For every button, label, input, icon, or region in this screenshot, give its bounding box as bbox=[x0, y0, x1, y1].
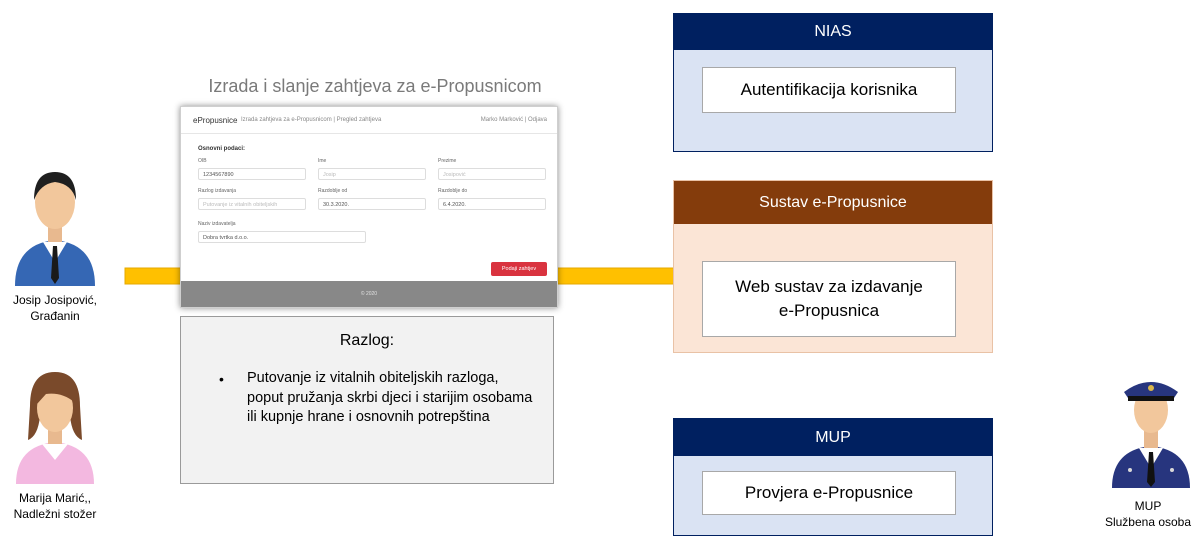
prezime-field: Josipović bbox=[438, 168, 546, 180]
web-system-box: Web sustav za izdavanje e-Propusnica bbox=[702, 261, 956, 337]
mup-check-label: Provjera e-Propusnice bbox=[744, 483, 914, 502]
oib-label: OIB bbox=[198, 158, 207, 164]
official-avatar-icon bbox=[16, 372, 94, 484]
ime-value: Josip bbox=[323, 172, 336, 178]
mup-header: MUP bbox=[674, 419, 992, 456]
mockup-brand: ePropusnice bbox=[193, 116, 238, 125]
nias-auth-label: Autentifikacija korisnika bbox=[740, 80, 918, 99]
web-system-label-2: e-Propusnica bbox=[778, 301, 880, 320]
mup-check-box: Provjera e-Propusnice bbox=[702, 471, 956, 515]
actor-name: Marija Marić,, bbox=[18, 491, 91, 505]
reason-title: Razlog: bbox=[339, 332, 395, 349]
actor-label-police: MUP Službena osoba bbox=[1092, 498, 1202, 530]
actor-label-citizen: Josip Josipović, Građanin bbox=[0, 292, 110, 324]
web-app-mockup: ePropusnice Izrada zahtjeva za e-Propusn… bbox=[180, 106, 558, 308]
naziv-value: Dobra tvrtka d.o.o. bbox=[203, 235, 249, 241]
bullet-icon: • bbox=[219, 371, 224, 387]
web-system-label-1: Web sustav za izdavanje bbox=[735, 277, 923, 296]
citizen-avatar-icon bbox=[15, 172, 95, 286]
do-field: 6.4.2020. bbox=[438, 198, 546, 210]
actor-label-staff: Marija Marić,, Nadležni stožer bbox=[0, 490, 110, 522]
actor-role: Građanin bbox=[30, 309, 80, 323]
razlog-field: Putovanje iz vitalnih obiteljskih bbox=[198, 198, 306, 210]
reason-box: Razlog: • Putovanje iz vitalnih obiteljs… bbox=[180, 316, 554, 484]
ime-field: Josip bbox=[318, 168, 426, 180]
prezime-label: Prezime bbox=[438, 158, 457, 164]
reason-text: Putovanje iz vitalnih obiteljskih razlog… bbox=[247, 370, 533, 425]
nias-header: NIAS bbox=[674, 14, 992, 50]
mockup-footer: © 2020 bbox=[181, 281, 557, 307]
do-value: 6.4.2020. bbox=[443, 202, 466, 208]
od-label: Razdoblje od bbox=[318, 188, 348, 194]
nias-auth-box: Autentifikacija korisnika bbox=[702, 67, 956, 113]
mockup-user-menu: Marko Marković | Odjava bbox=[480, 117, 547, 123]
prezime-value: Josipović bbox=[443, 172, 466, 178]
mockup-nav-links: Izrada zahtjeva za e-Propusnicom | Pregl… bbox=[241, 117, 382, 123]
mockup-navbar: ePropusnice Izrada zahtjeva za e-Propusn… bbox=[181, 107, 557, 134]
mockup-title: Izrada i slanje zahtjeva za e-Propusnico… bbox=[208, 76, 542, 96]
naziv-field: Dobra tvrtka d.o.o. bbox=[198, 231, 366, 243]
od-value: 30.3.2020. bbox=[323, 202, 349, 208]
mockup-section-title: Osnovni podaci: bbox=[198, 146, 246, 152]
do-label: Razdoblje do bbox=[438, 188, 468, 194]
od-field: 30.3.2020. bbox=[318, 198, 426, 210]
oib-field: 1234567890 bbox=[198, 168, 306, 180]
razlog-label: Razlog izdavanja bbox=[198, 188, 237, 194]
oib-value: 1234567890 bbox=[203, 172, 234, 178]
sustav-header: Sustav e-Propusnice bbox=[674, 181, 992, 224]
actor-role: Službena osoba bbox=[1104, 515, 1192, 529]
sustav-panel: Sustav e-Propusnice Web sustav za izdava… bbox=[673, 180, 993, 353]
actor-role: Nadležni stožer bbox=[13, 507, 97, 521]
actor-name: Josip Josipović, bbox=[12, 293, 98, 307]
mup-panel: MUP Provjera e-Propusnice bbox=[673, 418, 993, 536]
razlog-value: Putovanje iz vitalnih obiteljskih bbox=[203, 202, 278, 208]
ime-label: Ime bbox=[318, 158, 327, 164]
actor-name: MUP bbox=[1134, 499, 1162, 513]
mockup-submit-button: Podaji zahtjev bbox=[491, 262, 547, 276]
police-officer-avatar-icon bbox=[1112, 382, 1190, 488]
nias-panel: NIAS Autentifikacija korisnika bbox=[673, 13, 993, 152]
naziv-label: Naziv izdavatelja bbox=[198, 221, 236, 227]
